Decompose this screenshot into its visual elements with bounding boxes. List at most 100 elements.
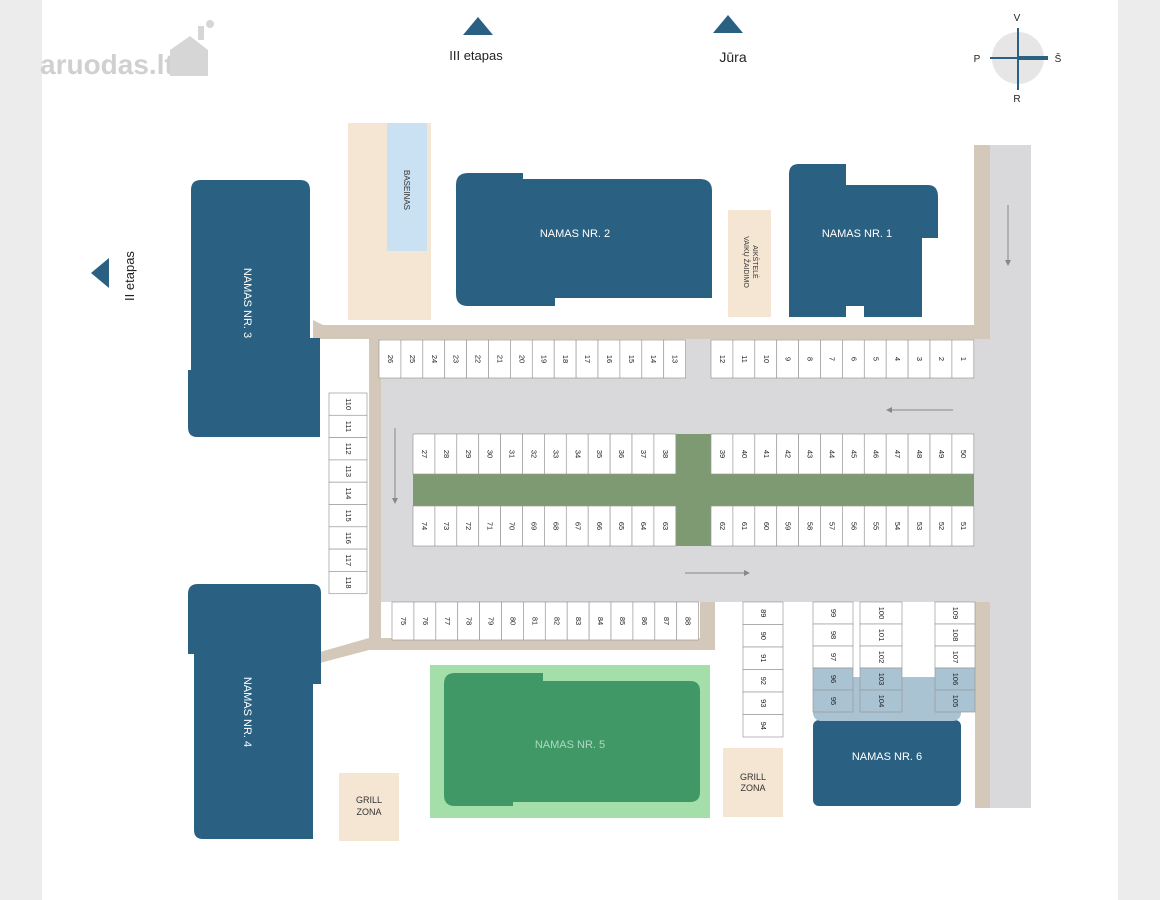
parking-stall-73: 73 — [434, 505, 458, 547]
parking-stall-105: 105 — [934, 689, 976, 713]
parking-stall-60: 60 — [754, 505, 778, 547]
parking-stall-82: 82 — [544, 601, 568, 641]
parking-stall-66: 66 — [587, 505, 611, 547]
parking-stall-80: 80 — [501, 601, 524, 641]
parking-stall-64: 64 — [631, 505, 655, 547]
parking-stall-118: 118 — [328, 571, 368, 595]
parking-stall-number: 31 — [508, 450, 517, 458]
parking-stall-number: 101 — [877, 629, 886, 642]
parking-stall-41: 41 — [754, 433, 778, 475]
parking-stall-95: 95 — [812, 689, 854, 713]
parking-stall-7: 7 — [820, 339, 843, 379]
parking-stall-97: 97 — [812, 645, 854, 669]
parking-stall-15: 15 — [619, 339, 643, 379]
parking-stall-1: 1 — [951, 339, 975, 379]
parking-stall-4: 4 — [885, 339, 909, 379]
parking-stall-39: 39 — [710, 433, 734, 475]
playground-label-1: VAIKŲ ŽAIDIMO — [742, 236, 751, 288]
stage3-label: III etapas — [449, 48, 503, 63]
parking-stall-number: 54 — [893, 522, 902, 530]
parking-stall-number: 37 — [639, 450, 648, 458]
parking-stall-number: 19 — [539, 355, 548, 363]
parking-stall-45: 45 — [842, 433, 865, 475]
parking-stall-number: 115 — [344, 510, 353, 522]
parking-stall-16: 16 — [597, 339, 621, 379]
parking-stall-number: 114 — [344, 487, 353, 499]
parking-stall-2: 2 — [929, 339, 953, 379]
parking-stall-number: 29 — [464, 450, 473, 458]
parking-stall-number: 49 — [937, 450, 946, 458]
parking-stall-number: 52 — [937, 522, 946, 530]
parking-stall-32: 32 — [522, 433, 545, 475]
parking-stall-number: 106 — [951, 673, 960, 686]
parking-stall-number: 40 — [740, 450, 749, 458]
parking-stall-88: 88 — [676, 601, 699, 641]
parking-stall-59: 59 — [776, 505, 799, 547]
parking-stall-number: 76 — [421, 617, 430, 625]
parking-stall-106: 106 — [934, 667, 976, 691]
parking-stall-number: 83 — [574, 617, 583, 625]
parking-stall-35: 35 — [587, 433, 611, 475]
parking-stall-number: 96 — [829, 675, 838, 683]
parking-stall-117: 117 — [328, 548, 368, 572]
parking-stall-11: 11 — [732, 339, 756, 379]
parking-stall-26: 26 — [378, 339, 402, 379]
parking-stall-114: 114 — [328, 481, 368, 505]
playground — [728, 210, 771, 317]
parking-stall-3: 3 — [907, 339, 931, 379]
parking-stall-93: 93 — [742, 691, 784, 715]
parking-stall-18: 18 — [553, 339, 577, 379]
parking-stall-number: 25 — [408, 355, 417, 363]
parking-stall-5: 5 — [863, 339, 887, 379]
parking-stall-49: 49 — [929, 433, 953, 475]
parking-stall-number: 81 — [530, 617, 539, 625]
parking-stall-number: 24 — [430, 355, 439, 363]
parking-stall-number: 26 — [386, 355, 395, 363]
parking-stall-number: 70 — [508, 522, 517, 530]
parking-stall-71: 71 — [478, 505, 501, 547]
parking-stall-number: 58 — [806, 522, 815, 530]
parking-stall-14: 14 — [641, 339, 665, 379]
compass-south: R — [1013, 94, 1020, 105]
building-namas-5 — [444, 673, 700, 806]
parking-stall-number: 99 — [829, 609, 838, 617]
parking-stall-number: 69 — [529, 522, 538, 530]
parking-stall-number: 41 — [762, 450, 771, 458]
parking-stall-number: 74 — [420, 522, 429, 530]
parking-stall-52: 52 — [929, 505, 953, 547]
parking-stall-number: 10 — [762, 355, 771, 363]
parking-stall-67: 67 — [565, 505, 589, 547]
parking-stall-number: 16 — [605, 355, 614, 363]
parking-stall-number: 27 — [420, 450, 429, 458]
parking-stall-number: 116 — [344, 532, 353, 544]
parking-stall-53: 53 — [907, 505, 931, 547]
parking-stall-number: 13 — [671, 355, 680, 363]
parking-stall-34: 34 — [565, 433, 589, 475]
parking-stall-40: 40 — [732, 433, 756, 475]
parking-stall-115: 115 — [328, 504, 368, 528]
building-namas-1 — [789, 164, 938, 317]
parking-stall-79: 79 — [479, 601, 502, 641]
parking-stall-6: 6 — [842, 339, 865, 379]
parking-stall-number: 86 — [640, 617, 649, 625]
parking-stall-number: 111 — [344, 421, 353, 432]
parking-stall-number: 75 — [399, 617, 408, 625]
parking-stall-number: 88 — [684, 617, 693, 625]
parking-stall-103: 103 — [859, 667, 903, 691]
parking-stall-112: 112 — [328, 437, 368, 461]
parking-stall-number: 79 — [487, 617, 496, 625]
parking-stall-number: 23 — [452, 355, 461, 363]
parking-stall-number: 100 — [877, 607, 886, 620]
parking-stall-89: 89 — [742, 601, 784, 625]
parking-stall-number: 4 — [893, 357, 902, 361]
parking-stall-number: 28 — [442, 450, 451, 458]
building-namas-4 — [188, 584, 321, 839]
parking-stall-number: 32 — [529, 450, 538, 458]
parking-stall-number: 6 — [849, 357, 858, 361]
parking-stall-number: 90 — [759, 632, 768, 640]
parking-stall-number: 65 — [617, 522, 626, 530]
parking-stall-22: 22 — [466, 339, 489, 379]
parking-stall-48: 48 — [907, 433, 931, 475]
sea-label: Jūra — [719, 49, 746, 65]
parking-stall-20: 20 — [510, 339, 533, 379]
